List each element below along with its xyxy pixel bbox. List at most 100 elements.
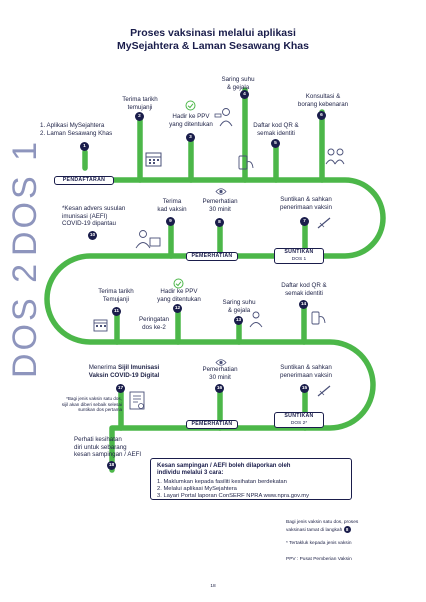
aefi-report-panel: Kesan sampingan / AEFI boleh dilaporkan …	[150, 458, 352, 500]
step-13-line-2: & gejala	[227, 306, 251, 314]
step-11-number: 11	[112, 307, 121, 316]
eye-icon-2	[215, 359, 227, 366]
step-14-number: 14	[299, 300, 308, 309]
single-dose-note-line-3: suntikan dos pertama	[78, 407, 122, 413]
step-12-line-1: Hadir ke PPV	[160, 288, 198, 295]
title-line-1: Proses vaksinasi melalui aplikasi	[130, 27, 296, 39]
step-6-line-2: borang kebenaran	[297, 100, 349, 108]
step-4-number: 4	[240, 90, 249, 99]
tag-suntikan-2-title: SUNTIKAN	[284, 413, 314, 419]
step-7-label: Suntikan & sahkan penerimaan vaksin	[268, 196, 344, 211]
consultation-icon	[325, 148, 345, 165]
step-1-line-1: 1. Aplikasi MySejahtera	[40, 122, 105, 129]
step-10-label: *Kesan advers susulan imunisasi (AEFI) C…	[62, 205, 142, 228]
step-17-number: 17	[116, 384, 125, 393]
step-3-line-1: Hadir ke PPV	[172, 113, 210, 120]
peringatan-line-1: Peringatan	[139, 316, 169, 323]
step-16-number: 16	[215, 384, 224, 393]
step-12-number: 12	[173, 304, 182, 313]
step-16-line-1: Pemerhatian	[202, 366, 238, 373]
step-15-line-1: Suntikan & sahkan	[280, 364, 332, 371]
syringe-icon	[317, 217, 331, 229]
step-12-label: Hadir ke PPV yang ditentukan	[144, 288, 214, 303]
step-7-line-2: penerimaan vaksin	[280, 203, 332, 211]
qr-scan-icon	[238, 155, 254, 170]
step-4-label: Saring suhu & gejala	[208, 76, 268, 91]
dos1-label: DOS 1	[6, 138, 44, 256]
single-dose-note: *Bagi jenis vaksin satu dos, sijil akan …	[52, 396, 122, 413]
checkmark-icon	[185, 100, 196, 111]
step-1-label: 1. Aplikasi MySejahtera 2. Laman Sesawan…	[40, 122, 140, 137]
aefi-title-line-1: Kesan sampingan / AEFI boleh dilaporkan …	[157, 463, 291, 469]
step-7-number: 7	[300, 217, 309, 226]
step-7-line-1: Suntikan & sahkan	[280, 196, 332, 203]
step-15-label: Suntikan & sahkan penerimaan vaksin	[268, 364, 344, 379]
step-14-line-2: semak identiti	[285, 289, 323, 297]
path-main	[44, 177, 386, 473]
footnote-ppv: PPV : Pusat Pemberian Vaksin	[286, 557, 352, 562]
step-10-line-3: COVID-19 dipantau	[62, 220, 116, 228]
step-15-line-2: penerimaan vaksin	[280, 371, 332, 379]
step-2-line-2: temujanji	[127, 103, 153, 111]
step-13-line-1: Saring suhu	[222, 299, 256, 306]
step-9-label: Terima kad vaksin	[146, 198, 198, 213]
footnote-1-line-2: vaksinasi tamat di langkah	[286, 527, 343, 533]
aefi-panel-list: 1. Maklumkan kepada fasiliti kesihatan b…	[157, 479, 309, 499]
step-2-number: 2	[135, 112, 144, 121]
step-10-number: 10	[88, 231, 97, 240]
step-11-line-1: Terima tarikh	[98, 288, 134, 295]
step-14-line-1: Daftar kod QR &	[281, 282, 327, 289]
dos2-label: DOS 2	[6, 260, 44, 378]
step-2-line-1: Terima tarikh	[122, 96, 158, 103]
tag-suntikan-2: SUNTIKAN DOS 2*	[274, 412, 324, 428]
step-8-line-1: Pemerhatian	[202, 198, 238, 205]
title-line-2: MySejahtera & Laman Sesawang Khas	[117, 40, 309, 52]
calendar-icon	[145, 152, 162, 167]
step-15-number: 15	[300, 384, 309, 393]
step-17-label: Menerima Sijil Imunisasi Vaksin COVID-19…	[78, 364, 170, 379]
step-12-line-2: yang ditentukan	[157, 295, 201, 303]
footnote-vaccine-type: * Tertakluk kepada jenis vaksin	[286, 541, 352, 546]
peringatan-label: Peringatan dos ke-2	[134, 316, 174, 331]
step-14-label: Daftar kod QR & semak identiti	[270, 282, 338, 297]
step-9-number: 9	[166, 217, 175, 226]
step-18-line-1: Perhati kesihatan	[74, 436, 122, 443]
step-8-line-2: 30 minit	[209, 205, 231, 213]
step-16-label: Pemerhatian 30 minit	[190, 366, 250, 381]
tag-suntikan-1-title: SUNTIKAN	[284, 249, 314, 255]
step-9-line-2: kad vaksin	[157, 205, 187, 213]
step-18-label: Perhati kesihatan diri untuk sebarang ke…	[74, 436, 164, 459]
step-11-label: Terima tarikh Temujanji	[86, 288, 146, 303]
step-17-line-1: Menerima	[88, 364, 117, 371]
step-3-line-2: yang ditentukan	[169, 120, 213, 128]
thermometer-scan-icon	[214, 108, 233, 127]
step-13-label: Saring suhu & gejala	[214, 299, 264, 314]
footnote-1-line-1: Bagi jenis vaksin satu dos, proses	[286, 520, 359, 525]
qr-scan-icon-2	[311, 311, 326, 325]
single-dose-note-line-2: sijil akan diberi sebaik selesai	[61, 401, 122, 407]
step-18-number: 18	[107, 461, 116, 470]
step-17-bold-1: Sijil Imunisasi	[117, 364, 160, 371]
step-1-line-2: 2. Laman Sesawang Khas	[40, 129, 113, 137]
tag-pemerhatian-2: PEMERHATIAN	[186, 420, 238, 429]
aefi-item-3: 3. Layari Portal laporan ConSERF NPRA ww…	[157, 492, 309, 499]
step-18-line-3: kesan sampingan / AEFI	[74, 451, 142, 459]
tag-suntikan-1-sub: DOS 1	[291, 257, 307, 262]
checkmark-icon-2	[173, 278, 184, 289]
tag-pemerhatian-1: PEMERHATIAN	[186, 252, 238, 261]
thermometer-scan-icon-2	[249, 311, 263, 328]
step-10-line-2: imunisasi (AEFI)	[62, 212, 108, 220]
step-11-line-2: Temujanji	[102, 295, 130, 303]
step-17-bold-2: Vaksin COVID-19 Digital	[88, 371, 160, 379]
single-dose-note-line-1: *Bagi jenis vaksin satu dos,	[66, 396, 122, 401]
syringe-icon-2	[317, 385, 331, 397]
footnote-step-badge: 8	[343, 526, 351, 533]
step-8-label: Pemerhatian 30 minit	[190, 198, 250, 213]
step-9-line-1: Terima	[162, 198, 182, 205]
step-6-number: 6	[317, 111, 326, 120]
aefi-title-line-2: individu melalui 3 cara:	[157, 470, 224, 477]
calendar-icon-2	[93, 319, 108, 332]
vaccine-card-person-icon	[135, 230, 161, 249]
aefi-panel-title: Kesan sampingan / AEFI boleh dilaporkan …	[157, 463, 290, 478]
step-5-number: 5	[271, 139, 280, 148]
